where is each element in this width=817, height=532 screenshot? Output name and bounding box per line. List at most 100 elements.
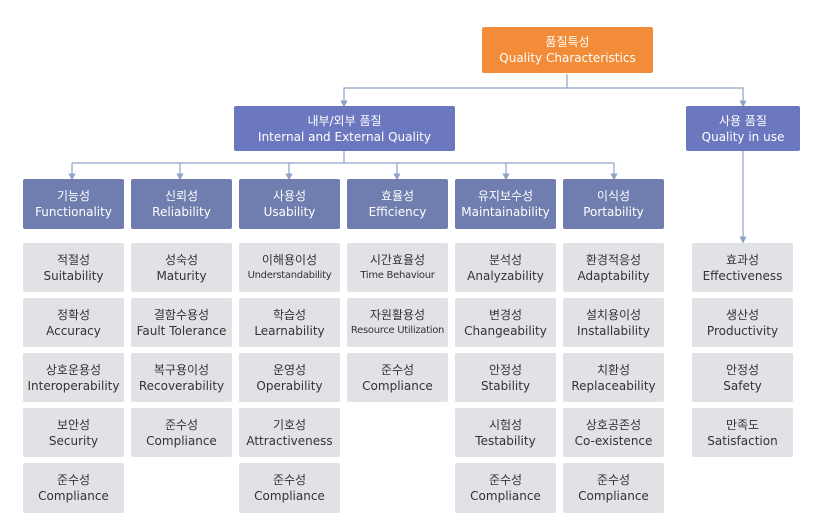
sub-label-ko: 자원활용성 [369,307,426,322]
characteristic-portability: 이식성 Portability [563,179,664,229]
sub-label-en: Time Behaviour [360,269,435,281]
sub-label-ko: 변경성 [488,307,523,322]
characteristic-label-ko: 이식성 [596,189,631,203]
sub-label-ko: 만족도 [725,417,760,432]
sub-label-ko: 안정성 [725,362,760,377]
sub-label-ko: 준수성 [380,362,415,377]
sub-label-ko: 준수성 [488,473,523,487]
characteristic-efficiency: 효율성 Efficiency [347,179,448,229]
sub-label-en: Operability [256,378,323,393]
sub-label-en: Changeability [464,323,547,338]
sub-label-en: Analyzability [467,268,544,283]
internal-label-en: Internal and External Quality [258,129,431,144]
sub-characteristic-compliance: 준수성 Compliance [347,353,448,402]
characteristic-label-ko: 효율성 [380,189,415,203]
sub-label-en: Productivity [706,323,779,338]
characteristic-label-en: Maintainability [461,205,550,219]
sub-label-en: Effectiveness [702,268,783,283]
sub-characteristic-changeability: 변경성 Changeability [455,298,556,347]
in-use-label-en: Quality in use [701,129,785,144]
sub-characteristic-compliance: 준수성 Compliance [239,463,340,513]
internal-label-ko: 내부/외부 품질 [307,113,382,128]
sub-label-en: Resource Utilization [350,324,445,336]
sub-label-en: Safety [723,378,762,393]
sub-label-ko: 상호공존성 [585,417,642,432]
sub-label-ko: 준수성 [56,473,91,487]
sub-label-en: Maturity [156,268,207,283]
sub-label-ko: 복구용이성 [153,362,210,377]
sub-label-ko: 분석성 [488,252,523,267]
characteristic-label-en: Reliability [152,205,211,219]
sub-characteristic-interoperability: 상호운용성 Interoperability [23,353,124,402]
characteristic-functionality: 기능성 Functionality [23,179,124,229]
sub-label-en: Compliance [146,433,217,448]
sub-label-en: Adaptability [577,268,650,283]
in-use-productivity: 생산성 Productivity [692,298,793,347]
sub-characteristic-suitability: 적절성 Suitability [23,243,124,292]
sub-label-ko: 기호성 [272,417,307,432]
characteristic-reliability: 신뢰성 Reliability [131,179,232,229]
sub-label-ko: 성숙성 [164,252,199,267]
sub-characteristic-co-existence: 상호공존성 Co-existence [563,408,664,457]
characteristic-label-ko: 사용성 [272,189,307,203]
sub-label-ko: 준수성 [272,473,307,487]
sub-characteristic-recoverability: 복구용이성 Recoverability [131,353,232,402]
characteristic-label-ko: 신뢰성 [164,189,199,203]
characteristic-label-en: Efficiency [368,205,427,219]
sub-characteristic-learnability: 학습성 Learnability [239,298,340,347]
sub-label-en: Compliance [254,489,325,503]
sub-label-en: Replaceability [571,378,656,393]
sub-label-en: Compliance [578,489,649,503]
characteristic-label-ko: 유지보수성 [477,189,534,203]
sub-label-en: Compliance [362,378,433,393]
sub-label-ko: 준수성 [596,473,631,487]
sub-label-ko: 설치용이성 [585,307,642,322]
sub-label-en: Understandability [247,269,332,281]
sub-label-en: Suitability [43,268,104,283]
sub-label-ko: 시험성 [488,417,523,432]
sub-characteristic-compliance: 준수성 Compliance [23,463,124,513]
sub-characteristic-compliance: 준수성 Compliance [131,408,232,457]
sub-label-ko: 생산성 [725,307,760,322]
sub-label-ko: 안정성 [488,362,523,377]
sub-label-ko: 시간효율성 [369,252,426,267]
sub-label-en: Installability [577,323,650,338]
sub-label-en: Accuracy [46,323,101,338]
sub-label-en: Interoperability [27,378,120,393]
sub-label-ko: 상호운용성 [45,362,102,377]
sub-label-ko: 결함수용성 [153,307,210,322]
sub-label-ko: 정확성 [56,307,91,322]
sub-label-en: Attractiveness [246,433,333,448]
sub-characteristic-maturity: 성숙성 Maturity [131,243,232,292]
sub-characteristic-accuracy: 정확성 Accuracy [23,298,124,347]
sub-characteristic-analyzability: 분석성 Analyzability [455,243,556,292]
sub-characteristic-compliance: 준수성 Compliance [455,463,556,513]
sub-characteristic-replaceability: 치환성 Replaceability [563,353,664,402]
sub-label-ko: 이해용이성 [261,252,318,267]
sub-characteristic-attractiveness: 기호성 Attractiveness [239,408,340,457]
sub-characteristic-time-behaviour: 시간효율성 Time Behaviour [347,243,448,292]
in-use-label-ko: 사용 품질 [719,113,767,128]
root-label-en: Quality Characteristics [499,51,636,65]
in-use-satisfaction: 만족도 Satisfaction [692,408,793,457]
root-label-ko: 품질특성 [545,35,590,49]
sub-characteristic-operability: 운영성 Operability [239,353,340,402]
in-use-effectiveness: 효과성 Effectiveness [692,243,793,292]
sub-label-ko: 학습성 [272,307,307,322]
sub-label-ko: 운영성 [272,362,307,377]
sub-label-en: Recoverability [138,378,225,393]
internal-external-quality-box: 내부/외부 품질 Internal and External Quality [234,106,455,151]
characteristic-maintainability: 유지보수성 Maintainability [455,179,556,229]
sub-label-en: Co-existence [574,433,653,448]
sub-characteristic-resource-utilization: 자원활용성 Resource Utilization [347,298,448,347]
sub-label-ko: 준수성 [164,417,199,432]
sub-label-en: Compliance [38,489,109,503]
sub-label-en: Stability [480,378,531,393]
quality-in-use-box: 사용 품질 Quality in use [686,106,800,151]
sub-label-en: Security [48,433,99,448]
sub-label-en: Learnability [254,323,325,338]
sub-characteristic-understandability: 이해용이성 Understandability [239,243,340,292]
sub-characteristic-fault-tolerance: 결함수용성 Fault Tolerance [131,298,232,347]
sub-characteristic-adaptability: 환경적응성 Adaptability [563,243,664,292]
